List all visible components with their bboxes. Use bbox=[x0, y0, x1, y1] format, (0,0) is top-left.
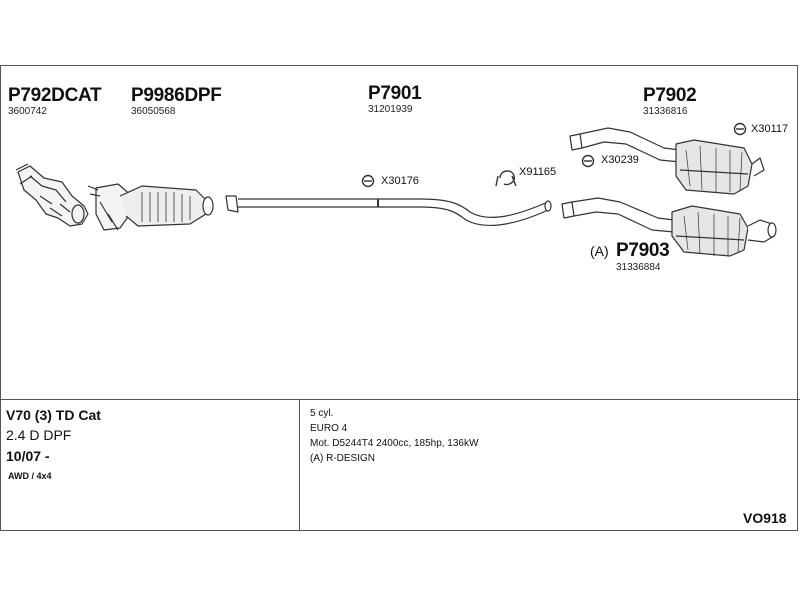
part-number-p7903: 31336884 bbox=[616, 262, 661, 273]
vehicle-engine: 2.4 D DPF bbox=[6, 427, 72, 443]
part-number-p792dcat: 3600742 bbox=[8, 106, 47, 117]
rear-muffler-upper-drawing[interactable] bbox=[569, 127, 765, 195]
rear-muffler-lower-drawing[interactable] bbox=[561, 197, 777, 257]
vehicle-model: V70 (3) TD Cat bbox=[6, 407, 101, 423]
diagram-frame bbox=[0, 65, 798, 531]
part-number-p7902: 31336816 bbox=[643, 106, 688, 117]
clamp-x30176-icon[interactable] bbox=[361, 174, 375, 188]
part-code-p792dcat[interactable]: P792DCAT bbox=[8, 85, 102, 106]
spec-cylinders: 5 cyl. bbox=[310, 408, 334, 419]
clamp-label-x30117[interactable]: X30117 bbox=[751, 123, 789, 135]
divider-vertical bbox=[299, 400, 300, 531]
spec-engine: Mot. D5244T4 2400cc, 185hp, 136kW bbox=[310, 438, 479, 449]
spec-variant: (A) R-DESIGN bbox=[310, 453, 375, 464]
divider-horizontal bbox=[0, 399, 800, 400]
part-prefix-p7903: (A) bbox=[590, 243, 609, 259]
clamp-label-x91165[interactable]: X91165 bbox=[519, 166, 557, 178]
spec-euro: EURO 4 bbox=[310, 423, 348, 434]
part-number-p9986dpf: 36050568 bbox=[131, 106, 176, 117]
part-code-p7901[interactable]: P7901 bbox=[368, 83, 422, 104]
part-code-p9986dpf[interactable]: P9986DPF bbox=[131, 85, 222, 106]
clamp-label-x30239[interactable]: X30239 bbox=[601, 154, 639, 166]
vehicle-drive: AWD / 4x4 bbox=[8, 471, 52, 481]
clamp-x30239-icon[interactable] bbox=[581, 154, 595, 168]
clamp-label-x30176[interactable]: X30176 bbox=[381, 175, 419, 187]
middle-pipe-drawing[interactable] bbox=[225, 195, 552, 226]
dpf-part-drawing[interactable] bbox=[87, 183, 214, 231]
part-number-p7901: 31201939 bbox=[368, 104, 413, 115]
vehicle-date: 10/07 - bbox=[6, 448, 50, 464]
diagram-code: VO918 bbox=[743, 510, 787, 526]
exhaust-diagram bbox=[15, 122, 777, 257]
part-code-p7903[interactable]: P7903 bbox=[616, 240, 670, 261]
catalyst-part-drawing[interactable] bbox=[15, 163, 89, 227]
clamp-x30117-icon[interactable] bbox=[733, 122, 747, 136]
part-code-p7902[interactable]: P7902 bbox=[643, 85, 697, 106]
clamp-x91165-icon[interactable] bbox=[495, 170, 517, 187]
